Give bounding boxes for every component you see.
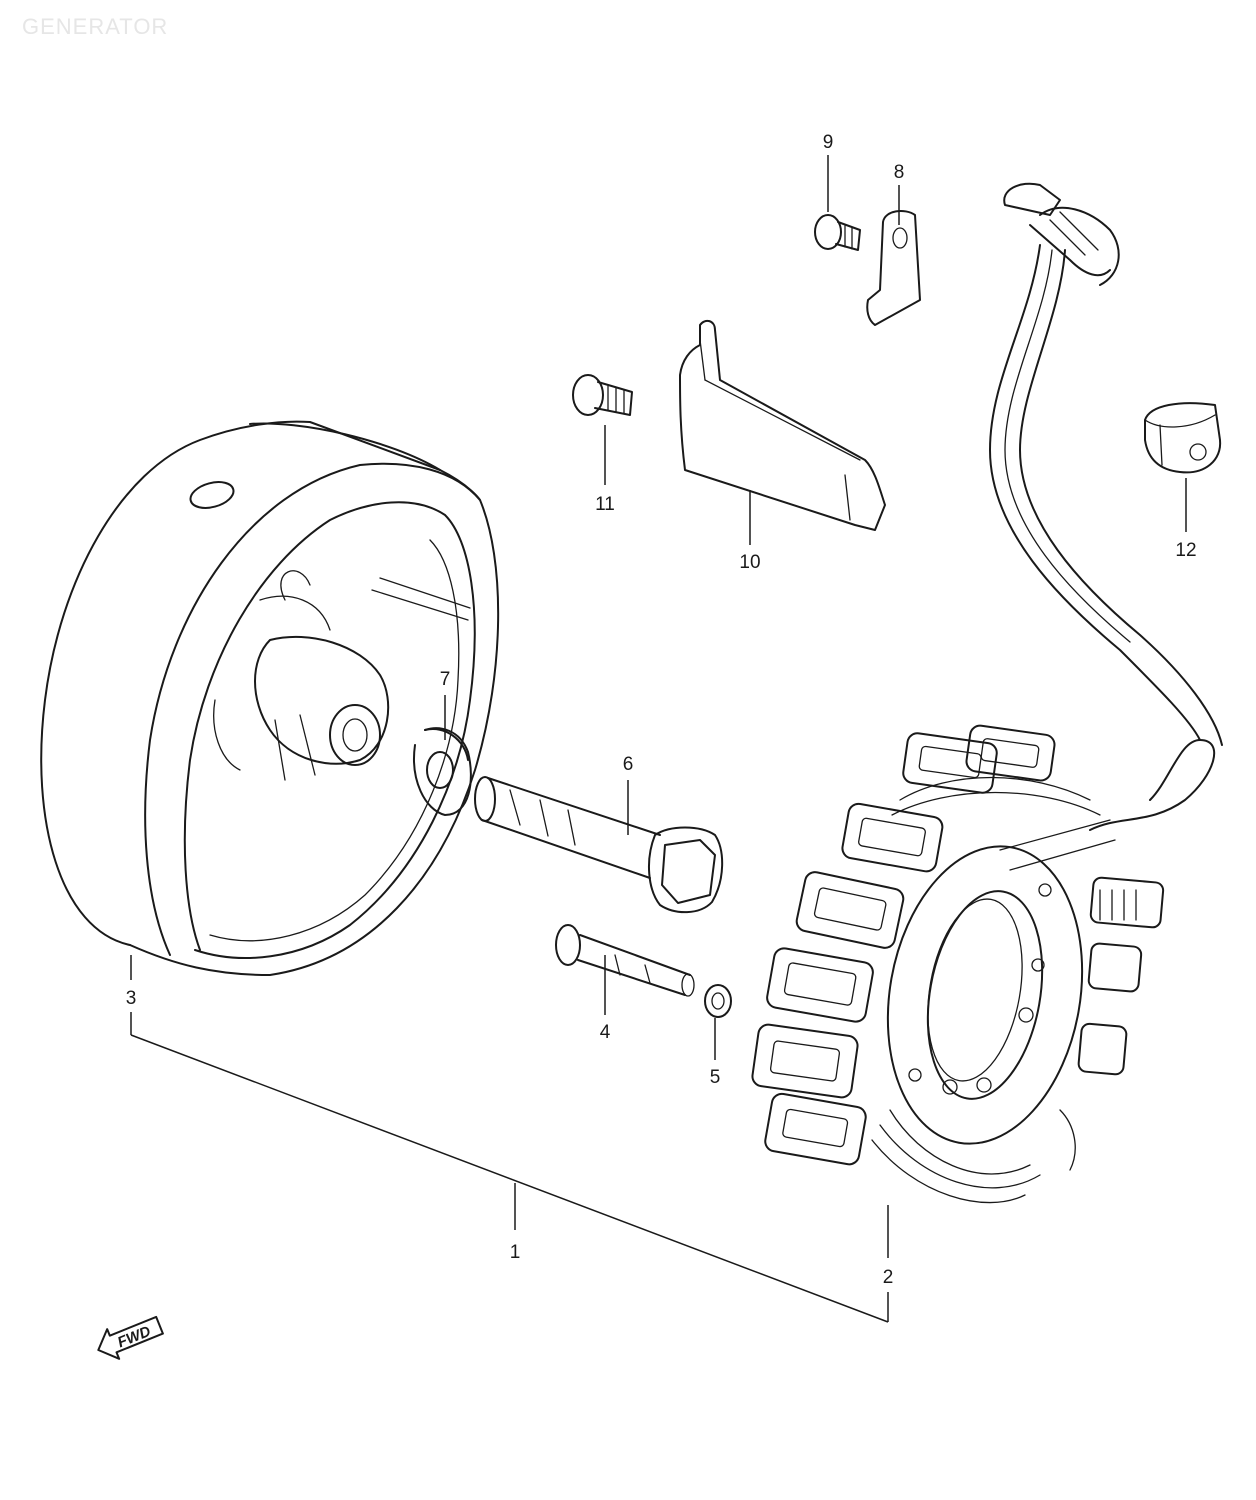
callout-6: 6	[623, 754, 634, 775]
part-2-stator	[751, 724, 1216, 1204]
part-4-bolt	[555, 924, 695, 997]
callout-1: 1	[510, 1242, 521, 1263]
diagram-title: GENERATOR	[22, 14, 169, 39]
stator-coils	[751, 724, 1165, 1166]
leader-lines	[130, 155, 1187, 1323]
part-5-washer	[704, 984, 732, 1018]
part-9-screw	[814, 214, 861, 251]
callout-7: 7	[440, 669, 451, 690]
rotor-flywheel	[40, 420, 500, 976]
callout-4: 4	[600, 1022, 611, 1043]
wire-harness	[989, 182, 1223, 746]
callout-11: 11	[595, 494, 615, 515]
part-7-washer	[413, 727, 472, 816]
part-6-bolt	[474, 776, 724, 914]
forward-arrow-icon: FWD	[97, 1315, 164, 1360]
part-8-clamp	[866, 209, 921, 326]
part-11-screw	[572, 374, 633, 416]
part-10-cover-plate	[679, 319, 886, 531]
forward-label: FWD	[115, 1323, 153, 1352]
callout-12: 12	[1175, 540, 1196, 561]
callout-2: 2	[883, 1267, 894, 1288]
callout-9: 9	[823, 132, 834, 153]
callout-3: 3	[126, 988, 137, 1009]
callout-5: 5	[710, 1067, 721, 1088]
callout-10: 10	[739, 552, 760, 573]
callout-labels: 9 8 11 10 12 7 6 4 5 3 1 2	[126, 132, 1197, 1288]
part-12-grommet	[1144, 402, 1222, 474]
callout-8: 8	[894, 162, 905, 183]
